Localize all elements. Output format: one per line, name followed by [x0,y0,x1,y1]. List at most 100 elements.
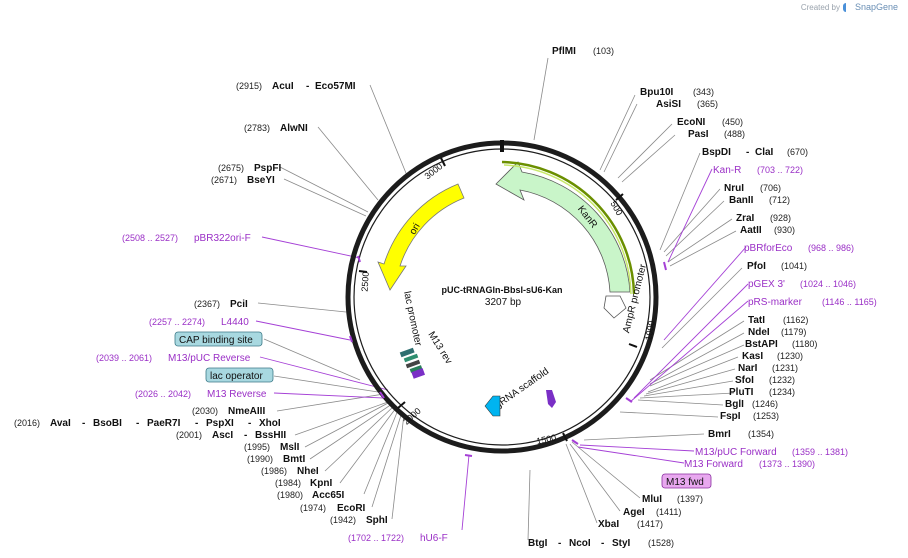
enzyme-leader-lines [257,57,745,541]
feature-m13-forward[interactable]: M13 Forward (1373 .. 1390) [684,459,815,470]
enzyme-asci-bsshii[interactable]: (2001) AscI - BssHII [176,430,286,441]
scale-ticks [358,157,638,442]
enzyme-kasi[interactable]: KasI (1230) [742,351,803,362]
enzyme-aval-group[interactable]: (2016) AvaI - BsoBI - PaeR7I - PspXI - X… [14,418,281,429]
enzyme-pcii[interactable]: (2367) PciI [194,299,248,310]
enzyme-ecori[interactable]: (1974) EcoRI [300,503,366,514]
feature-name: Kan-R [713,165,741,176]
enzyme-name: BtgI [528,538,548,549]
enzyme-name: Bpu10I [640,87,674,98]
enzyme-btgi-ncoi-styi[interactable]: BtgI - NcoI - StyI (1528) [528,538,674,549]
enzyme-name: ZraI [736,213,755,224]
feature-m13puc-forward[interactable]: M13/pUC Forward (1359 .. 1381) [695,447,848,458]
ampr-promoter-arrow[interactable] [603,295,627,319]
feature-cap-binding-site[interactable]: CAP binding site [174,331,263,347]
enzyme-pfoi[interactable]: PfoI (1041) [747,261,807,272]
enzyme-pos: (1411) [656,507,681,517]
enzyme-pasi[interactable]: PasI (488) [688,129,745,140]
feature-pgex3[interactable]: pGEX 3' (1024 .. 1046) [748,279,856,290]
feature-name: hU6-F [420,533,448,544]
map-graphic [174,331,263,347]
enzyme-pos: (1984) [275,478,301,488]
enzyme-mlui[interactable]: MluI (1397) [642,494,703,505]
enzyme-pflmi[interactable]: PflMI (103) [552,46,614,57]
map-graphic [273,392,385,399]
feature-range: (1359 .. 1381) [792,447,848,457]
enzyme-pos: (1162) [783,315,808,325]
enzyme-bspdi-clai[interactable]: BspDI - ClaI (670) [702,147,808,158]
kanr-highlight-arc-inner [503,164,632,295]
map-graphic [403,353,419,363]
enzyme-pos: (2016) [14,418,40,428]
enzyme-bpu10i[interactable]: Bpu10I (343) [640,87,714,98]
enzyme-bstapi[interactable]: BstAPI (1180) [745,339,817,350]
enzyme-pluti[interactable]: PluTI (1234) [729,387,795,398]
feature-kanr-site[interactable]: Kan-R (703 .. 722) [713,165,803,176]
enzyme-pspfi[interactable]: (2675) PspFI [218,163,281,174]
enzyme-econi[interactable]: EcoNI (450) [677,117,743,128]
enzyme-fspi[interactable]: FspI (1253) [720,411,779,422]
enzyme-nrui[interactable]: NruI (706) [724,183,781,194]
enzyme-asisi[interactable]: AsiSI (365) [656,99,718,110]
feature-m13-reverse[interactable]: (2026 .. 2042) M13 Reverse [135,389,267,400]
lac-region-features [399,347,426,379]
enzyme-bseyi[interactable]: (2671) BseYI [211,175,275,186]
enzyme-pos: (1180) [792,339,817,349]
feature-lac-operator[interactable]: lac operator [205,367,274,383]
enzyme-xbai[interactable]: XbaI (1417) [598,519,663,530]
feature-range: (703 .. 722) [757,165,803,175]
enzyme-bmri[interactable]: BmrI (1354) [708,429,774,440]
grna-small-feature[interactable] [546,390,556,408]
feature-range: (1702 .. 1722) [348,533,404,543]
enzyme-name: MluI [642,494,662,505]
ori-label: ori [408,222,423,237]
enzyme-name-2: ClaI [755,147,774,158]
lac-promoter-label: lac promoter [401,290,423,347]
enzyme-nmeaiii[interactable]: (2030) NmeAIII [192,406,265,417]
enzyme-banii[interactable]: BanII (712) [729,195,790,206]
enzyme-acui-eco57mi[interactable]: (2915) AcuI - Eco57MI [236,81,356,92]
enzyme-pos: (1397) [677,494,703,504]
enzyme-ndei[interactable]: NdeI (1179) [748,327,806,338]
feature-range: (1024 .. 1046) [800,279,856,289]
enzyme-pos: (450) [722,117,743,127]
map-graphic [633,283,749,399]
feature-hu6f[interactable]: (1702 .. 1722) hU6-F [348,533,448,544]
feature-name: pBR322ori-F [194,233,251,244]
tick-2500: 2500 [360,271,371,292]
feature-range: (2039 .. 2061) [96,353,152,363]
enzyme-msli[interactable]: (1995) MslI [244,442,300,453]
map-graphic [357,255,361,263]
enzyme-name: AsiSI [656,99,681,110]
feature-prsmarker[interactable]: pRS-marker (1146 .. 1165) [748,297,877,308]
m13-rev-label: M13 rev [425,330,453,366]
enzyme-acc65i[interactable]: (1980) Acc65I [277,490,344,501]
enzyme-sfoi[interactable]: SfoI (1232) [735,375,795,386]
enzyme-kpni[interactable]: (1984) KpnI [275,478,332,489]
kanr-arrow[interactable] [495,161,631,293]
enzyme-aatii[interactable]: AatII (930) [740,225,795,236]
enzyme-sphi[interactable]: (1942) SphI [330,515,388,526]
map-graphic [411,368,426,379]
enzyme-bmti[interactable]: (1990) BmtI [247,454,305,465]
feature-pbrforeco[interactable]: pBRforEco (968 .. 986) [744,243,854,254]
feature-m13puc-reverse[interactable]: (2039 .. 2061) M13/pUC Reverse [96,353,251,364]
enzyme-name: PasI [688,129,709,140]
enzyme-name: NdeI [748,327,770,338]
enzyme-pos: (928) [770,213,791,223]
feature-pbr322ori-f[interactable]: (2508 .. 2527) pBR322ori-F [122,233,251,244]
map-graphic [409,365,423,373]
enzyme-nari[interactable]: NarI (1231) [738,363,798,374]
feature-l4440[interactable]: (2257 .. 2274) L4440 [149,317,249,328]
enzyme-bgli[interactable]: BglI (1246) [725,399,778,410]
ori-arrow[interactable] [377,183,465,291]
enzyme-zrai[interactable]: ZraI (928) [736,213,791,224]
grna-scaffold-arrow[interactable] [484,395,501,417]
enzyme-agei[interactable]: AgeI (1411) [623,507,681,518]
enzyme-name: KasI [742,351,763,362]
feature-m13-fwd-box[interactable]: M13 fwd [661,473,712,489]
enzyme-nhei[interactable]: (1986) NheI [261,466,319,477]
enzyme-alwni[interactable]: (2783) AlwNI [244,123,308,134]
enzyme-tati[interactable]: TatI (1162) [748,315,808,326]
enzyme-sep-2: - [136,418,139,429]
